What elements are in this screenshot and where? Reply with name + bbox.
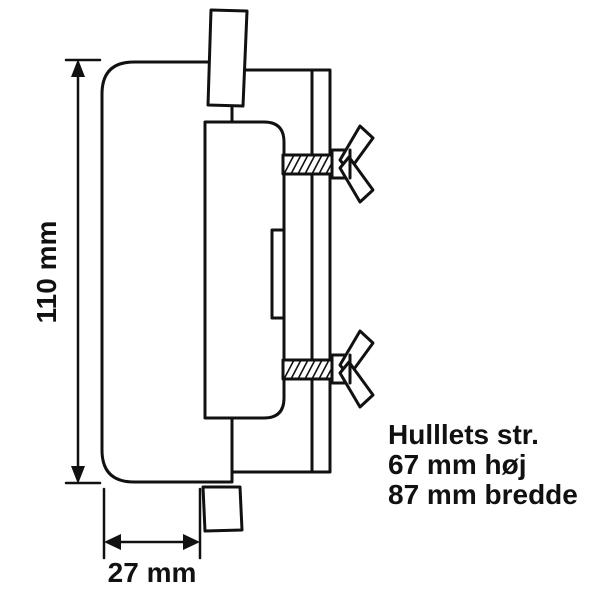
depth-arrow-left — [104, 534, 121, 550]
note-title: Hulllets str. — [388, 419, 539, 450]
rear-housing-step — [270, 228, 286, 320]
fastener-top — [281, 124, 375, 204]
depth-arrow-right — [183, 534, 200, 550]
threaded-stud — [281, 153, 335, 176]
front-bezel — [100, 60, 234, 484]
panel-top-section — [206, 8, 249, 108]
depth-dimension-label: 27 mm — [108, 557, 197, 588]
lamp-side-view — [100, 8, 375, 533]
height-arrow-up — [71, 59, 85, 77]
note-hole-height: 67 mm høj — [388, 449, 526, 480]
depth-dimension — [102, 487, 202, 560]
panel-bottom-section — [201, 485, 244, 533]
mounting-plate — [310, 68, 332, 474]
wing-nut-lower-wing — [338, 155, 375, 204]
hole-size-note: Hulllets str. 67 mm høj 87 mm bredde — [388, 419, 578, 510]
height-dimension-label: 110 mm — [31, 221, 62, 324]
height-dimension — [64, 58, 102, 485]
note-hole-width: 87 mm bredde — [388, 479, 578, 510]
height-arrow-down — [71, 466, 85, 484]
rear-housing — [203, 120, 286, 420]
